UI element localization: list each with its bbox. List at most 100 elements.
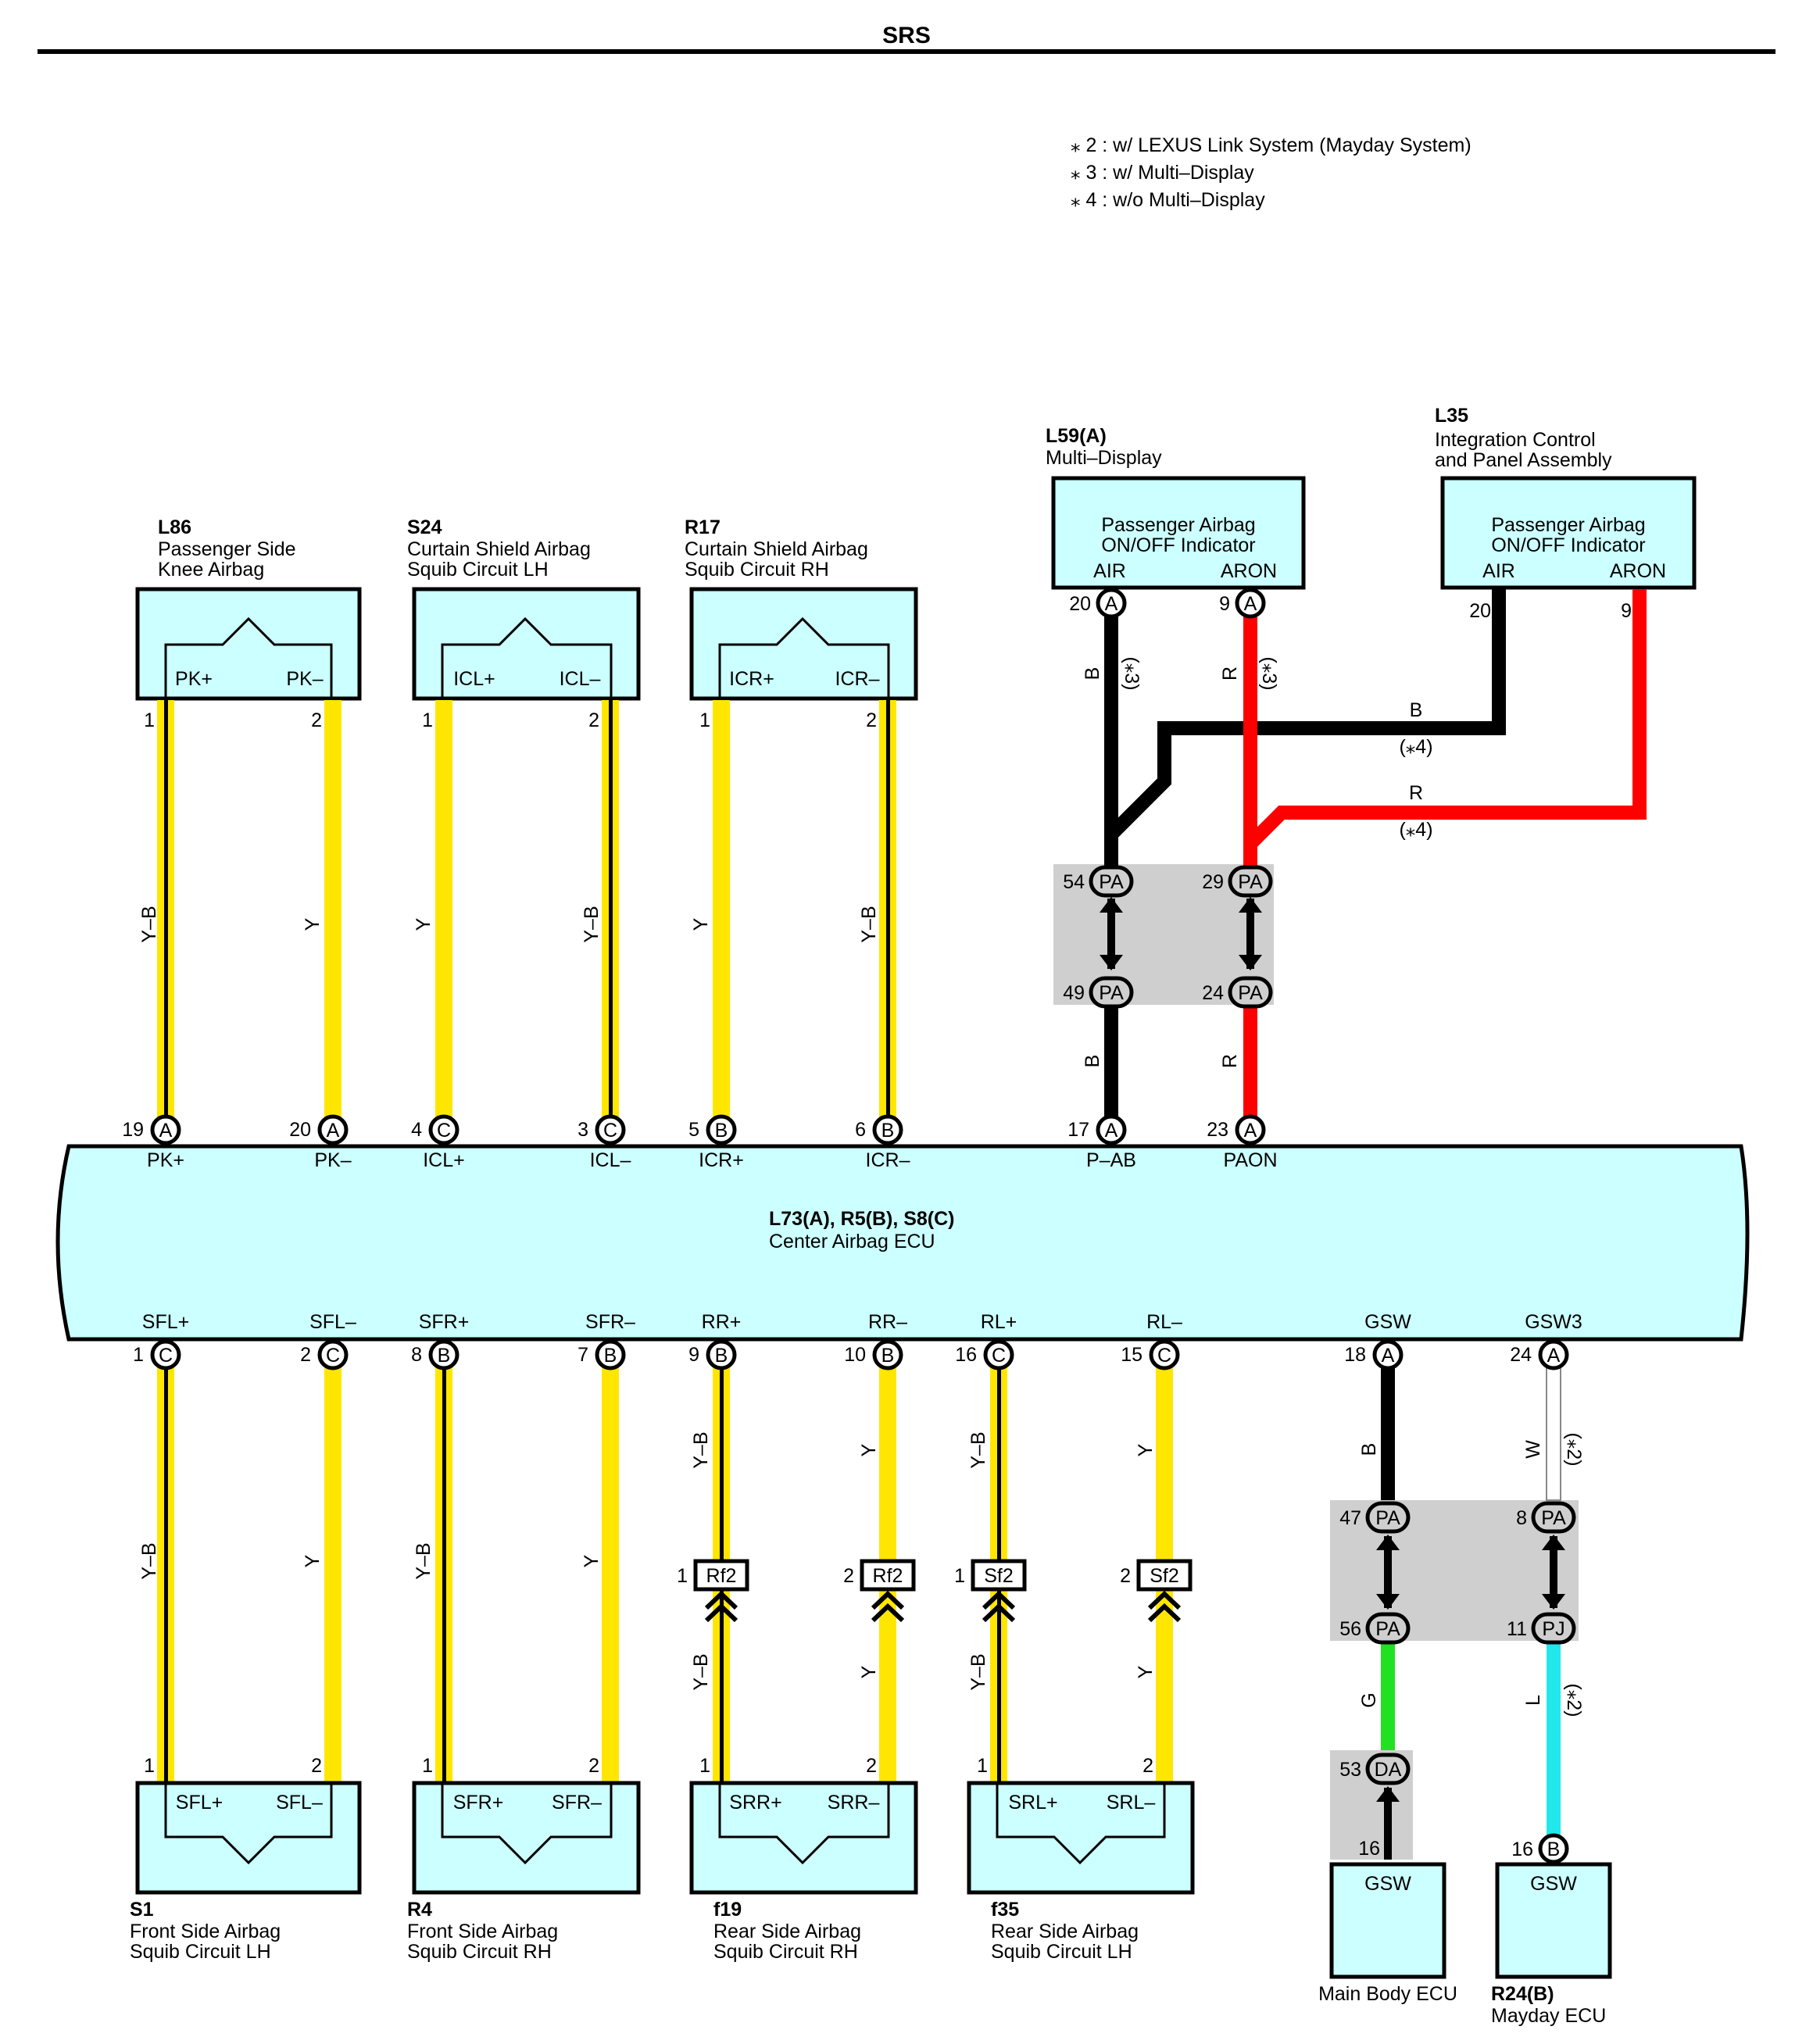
l86-name1: Passenger Side	[158, 538, 296, 560]
ecu-pin-sfr-plus: SFR+	[419, 1311, 470, 1333]
conn-circle: B	[428, 1339, 460, 1370]
ecu-pin-pk-minus: PK–	[314, 1149, 351, 1171]
rf2-connector-1	[693, 1559, 749, 1592]
wire-code: Y–B	[967, 1431, 989, 1468]
mbe-name: Main Body ECU	[1318, 1983, 1457, 2005]
pin-num: 9	[1219, 593, 1230, 615]
s1-name2: Squib Circuit LH	[130, 1941, 271, 1963]
svg-text:B: B	[438, 1345, 451, 1367]
f35-pin-l: SRL+	[1008, 1792, 1057, 1814]
l35-text1: Passenger Airbag	[1491, 514, 1645, 536]
s24-pin-r: ICL–	[560, 668, 601, 690]
pin-num: 20	[1469, 600, 1491, 622]
wire-code: Y	[690, 917, 712, 931]
wire-sfr-plus	[435, 1366, 452, 1781]
pin-num: 9	[688, 1344, 699, 1366]
pin-num: 1	[133, 1344, 144, 1366]
ecu-pin-icl-plus: ICL+	[423, 1149, 465, 1171]
l35-pin-r: ARON	[1610, 560, 1666, 582]
rf2-label-2: Rf2	[873, 1565, 903, 1587]
r4-code: R4	[407, 1899, 432, 1921]
svg-text:C: C	[1157, 1345, 1171, 1367]
pin-num: 16	[1511, 1839, 1533, 1860]
s24-pin-l: ICL+	[453, 668, 495, 690]
conn-circle: C	[150, 1339, 181, 1370]
ecu-name: L73(A), R5(B), S8(C)	[769, 1208, 955, 1230]
wire-icl-minus	[602, 700, 619, 1128]
wire-code: W	[1522, 1440, 1544, 1459]
wire-code: Y–B	[413, 1542, 434, 1579]
pin-num: 18	[1344, 1344, 1366, 1366]
wire-code: R	[1219, 1054, 1241, 1068]
l59-code: L59(A)	[1046, 425, 1107, 447]
pin-num: 16	[1358, 1838, 1380, 1860]
pin-num: 24	[1510, 1344, 1532, 1366]
wire-code: B	[1410, 699, 1423, 721]
wire-sfl-minus	[324, 1366, 342, 1781]
pin-num: 2	[866, 1755, 877, 1777]
page-title: SRS	[882, 23, 931, 48]
oval-pa: PA	[1089, 976, 1134, 1009]
wire-code: Y–B	[690, 1653, 712, 1690]
pin-num: 20	[289, 1119, 311, 1141]
conn-circle: C	[1149, 1339, 1180, 1370]
wire-air-black	[1104, 589, 1506, 1117]
mbe-box	[1329, 1862, 1446, 1979]
wire-code: R	[1219, 666, 1241, 681]
junction-ovals: PA PA PA PA PA PA PA PJ DA	[1089, 865, 1576, 1785]
l35-code: L35	[1435, 405, 1468, 427]
l59-name1: Multi–Display	[1046, 447, 1162, 469]
pin-num: 1	[422, 709, 433, 731]
conn-circle: A	[1372, 1339, 1404, 1370]
pin-num: 1	[977, 1755, 988, 1777]
inline-connectors: Rf2 Rf2 Sf2 Sf2	[693, 1559, 1193, 1623]
wire-code: G	[1358, 1692, 1380, 1707]
wire-code: Y	[581, 1554, 603, 1567]
ecu-pin-sfl-minus: SFL–	[309, 1311, 356, 1333]
ecu-pin-pk-plus: PK+	[147, 1149, 184, 1171]
title-rule	[38, 49, 1775, 54]
pin-num: 56	[1339, 1618, 1361, 1640]
pin-num: 9	[1621, 600, 1632, 622]
ecu-top-connectors: A A C C B B A A	[150, 1114, 1266, 1145]
pin-num: 1	[699, 1755, 710, 1777]
pin-num: 29	[1202, 871, 1224, 893]
conn-circle: C	[595, 1114, 626, 1145]
note-3: ⁎ 3 : w/ Multi–Display	[1071, 162, 1254, 184]
pin-num: 1	[144, 709, 155, 731]
pin-num: 2	[588, 709, 599, 731]
pin-num: 8	[1516, 1507, 1527, 1529]
f19-pin-l: SRR+	[729, 1792, 781, 1814]
ecu-bottom-pin-labels: SFL+ SFL– SFR+ SFR– RR+ RR– RL+ RL– GSW …	[142, 1311, 1582, 1333]
ecu-pin-rr-plus: RR+	[702, 1311, 742, 1333]
pin-num: 3	[578, 1119, 588, 1141]
wire-code: Y	[858, 1665, 880, 1678]
pin-num: 1	[677, 1565, 688, 1587]
pin-num: 20	[1069, 593, 1091, 615]
wire-icr-plus	[713, 700, 730, 1128]
f19-name1: Rear Side Airbag	[713, 1921, 861, 1942]
svg-text:C: C	[159, 1345, 173, 1367]
r17-pin-l: ICR+	[729, 668, 774, 690]
oval-pa: PA	[1365, 1501, 1411, 1534]
pin-num: 1	[699, 709, 710, 731]
ecu-desc: Center Airbag ECU	[769, 1231, 935, 1252]
conn-circle: A	[1538, 1339, 1569, 1370]
conn-circle: A	[1235, 1114, 1266, 1145]
s1-squib	[164, 1783, 333, 1865]
oval-pj: PJ	[1531, 1612, 1576, 1645]
s24-squib	[441, 616, 613, 699]
l59-pin-r: ARON	[1221, 560, 1277, 582]
s1-name1: Front Side Airbag	[130, 1921, 281, 1942]
svg-text:A: A	[1382, 1345, 1395, 1367]
condition-note: (⁎4)	[1399, 819, 1432, 841]
pin-num: 4	[411, 1119, 422, 1141]
pin-num: 2	[311, 1755, 322, 1777]
wire-code: Y	[302, 917, 324, 931]
svg-text:C: C	[326, 1345, 340, 1367]
wire-icr-minus	[879, 700, 896, 1128]
svg-text:B: B	[604, 1345, 617, 1367]
wire-code: Y–B	[690, 1431, 712, 1468]
pin-num: 54	[1063, 871, 1085, 893]
pin-num: 19	[122, 1119, 144, 1141]
